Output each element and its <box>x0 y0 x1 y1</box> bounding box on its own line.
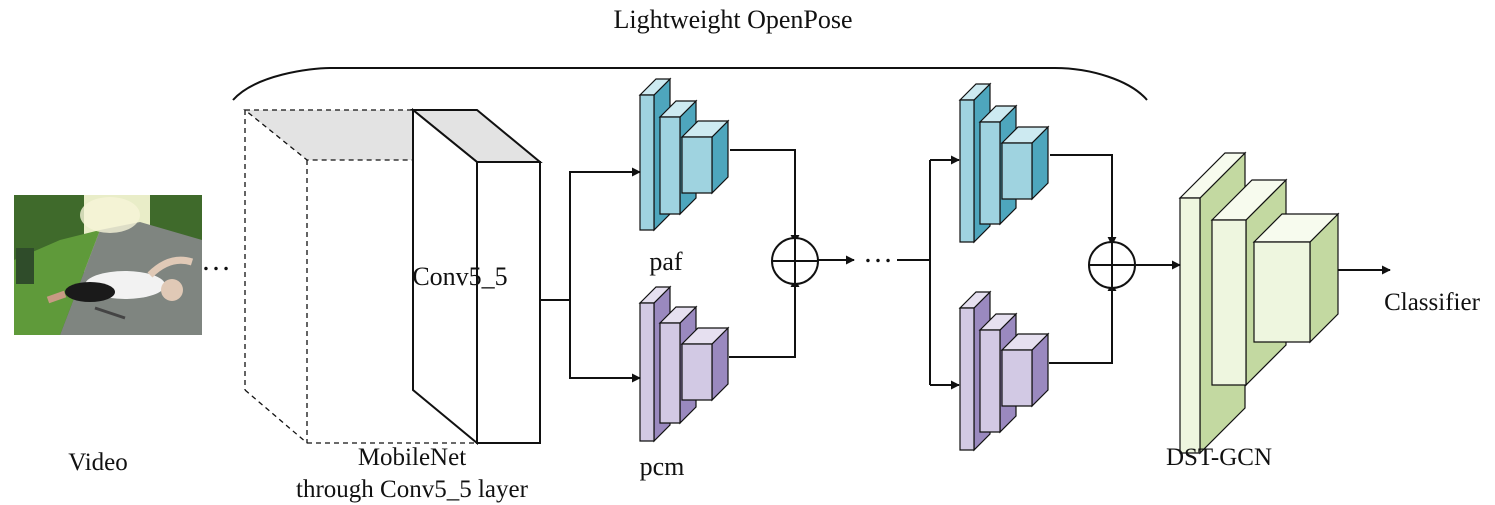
pcm-block-stageN <box>958 290 1050 452</box>
diagram-title: Lightweight OpenPose <box>613 5 852 34</box>
ellipsis-stages: … <box>863 236 893 269</box>
pcm-label: pcm <box>640 452 685 481</box>
paf-block-stage1-layer-3 <box>680 119 730 195</box>
video-frame-image <box>14 195 202 335</box>
video-label: Video <box>68 449 128 476</box>
conv-label: Conv5_5 <box>412 262 507 291</box>
classifier-label: Classifier <box>1384 289 1480 316</box>
openpose-brace <box>232 67 1148 101</box>
dst-gcn-block-layer-3 <box>1252 212 1340 344</box>
backbone-label-line1: MobileNet <box>358 444 466 471</box>
dst-gcn-block <box>1178 151 1340 455</box>
circled-plus-icon <box>1088 241 1136 289</box>
pcm-block-stage1 <box>638 285 730 443</box>
conv5-5-layer-block <box>410 107 543 446</box>
paf-block-stageN <box>958 82 1050 244</box>
ellipsis-video: … <box>201 244 231 277</box>
paf-label: paf <box>649 247 683 276</box>
connections <box>540 149 1391 390</box>
paf-block-stage1 <box>638 77 730 232</box>
pcm-block-stage1-layer-3 <box>680 326 730 402</box>
paf-block-stageN-layer-3 <box>1000 125 1050 201</box>
circled-plus-icon <box>771 237 819 285</box>
pcm-block-stageN-layer-3 <box>1000 332 1050 408</box>
backbone-label-line2: through Conv5_5 layer <box>296 476 529 503</box>
gcn-label: DST-GCN <box>1166 444 1272 471</box>
